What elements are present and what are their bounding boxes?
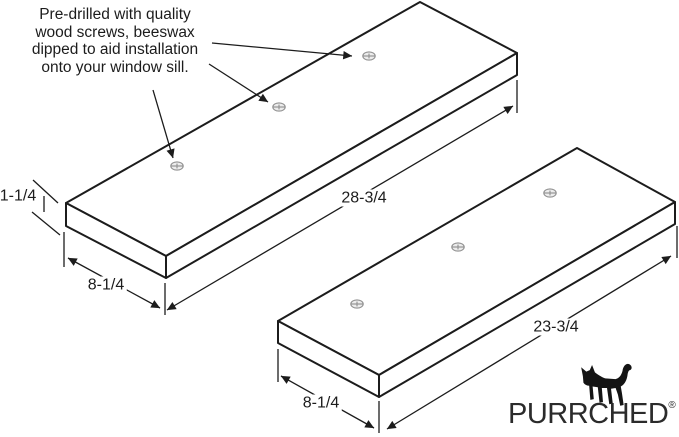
annotation-line: onto your window sill. xyxy=(41,58,189,76)
screw-icon xyxy=(272,102,286,112)
thickness-tick-top xyxy=(32,179,59,204)
annotation-note: Pre-drilled with quality wood screws, be… xyxy=(26,6,204,76)
thickness-tick-bottom xyxy=(31,211,61,236)
screw-icon xyxy=(451,242,465,252)
brand-name: PURRCHED xyxy=(508,398,669,430)
trademark-symbol: ® xyxy=(668,400,676,411)
dimension-label-board2-length: 23-3/4 xyxy=(530,318,582,336)
annotation-leader-arrows xyxy=(152,42,353,159)
annotation-line: Pre-drilled with quality xyxy=(39,6,191,23)
dimension-label-thickness: 1-1/4 xyxy=(0,187,40,205)
screw-icon xyxy=(543,188,557,198)
dim-line-board2-length xyxy=(386,255,672,430)
leader-arrow-to-screw3 xyxy=(152,89,175,159)
screw-icon xyxy=(362,51,376,61)
cat-icon xyxy=(581,363,632,406)
screw-icon xyxy=(350,299,364,309)
brand-logo: PURRCHED ® xyxy=(508,400,676,429)
annotation-line: dipped to aid installation xyxy=(31,41,199,59)
dimension-label-board2-width: 8-1/4 xyxy=(299,394,343,412)
dim-line-board1-length xyxy=(166,105,514,311)
annotation-line: wood screws, beeswax xyxy=(35,23,195,41)
dimension-label-board1-width: 8-1/4 xyxy=(84,276,128,294)
leader-arrow-to-screw2 xyxy=(208,63,269,103)
screw-icon xyxy=(170,161,184,171)
leader-arrow-to-screw1 xyxy=(211,42,353,60)
board-short xyxy=(277,147,676,398)
extension-lines xyxy=(31,80,678,433)
dimension-label-board1-length: 28-3/4 xyxy=(338,189,390,207)
